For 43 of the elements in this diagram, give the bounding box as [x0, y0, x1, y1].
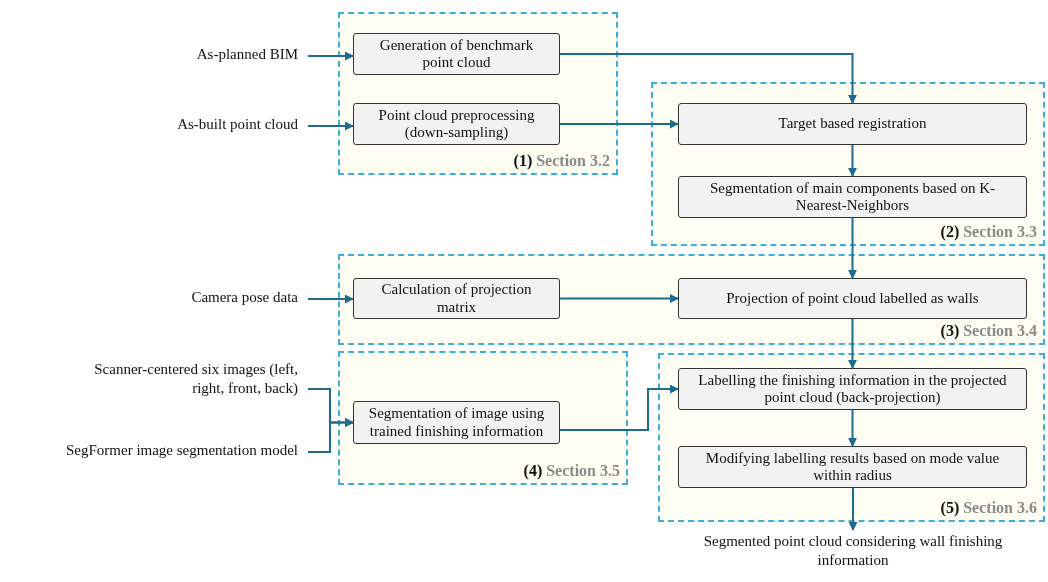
- arrow: [848, 217, 857, 279]
- input-label: Scanner-centered six images (left, right, front, back): [60, 360, 298, 402]
- arrow: [307, 51, 354, 61]
- arrow: [559, 53, 857, 104]
- process-box: Segmentation of image using trained finishing information: [353, 401, 560, 444]
- input-label: SegFormer image segmentation model: [10, 441, 298, 463]
- process-box: Target based registration: [678, 103, 1027, 145]
- section-label: Section 3.4: [963, 322, 1037, 339]
- arrow: [307, 121, 354, 131]
- arrow: [307, 418, 354, 453]
- section-panel: [651, 82, 1045, 246]
- arrow: [307, 294, 354, 304]
- section-label: Section 3.2: [536, 152, 610, 169]
- process-box: Modifying labelling results based on mode value within radius: [678, 446, 1027, 488]
- section-label: Section 3.6: [963, 499, 1037, 516]
- section-panel: [338, 254, 1045, 345]
- input-label: Camera pose data: [100, 288, 298, 310]
- arrow: [559, 384, 679, 431]
- arrow: [848, 144, 857, 177]
- arrow: [848, 409, 857, 447]
- arrow: [848, 487, 858, 531]
- section-number: (5): [940, 499, 960, 516]
- section-panel: [658, 353, 1045, 522]
- section-number: (2): [940, 223, 960, 240]
- process-box: Point cloud preprocessing (down-sampling): [353, 103, 560, 145]
- section-label: Section 3.5: [546, 462, 620, 479]
- section-panel: [338, 351, 628, 485]
- section-number: (4): [523, 462, 543, 479]
- output-label: Segmented point cloud considering wall finishing information: [683, 532, 1023, 576]
- input-label: As-planned BIM: [120, 45, 298, 67]
- process-box: Labelling the finishing information in the projected point cloud (back-projection): [678, 368, 1027, 410]
- arrow: [559, 119, 679, 129]
- section-number: (3): [940, 322, 960, 339]
- process-box: Projection of point cloud labelled as walls: [678, 278, 1027, 319]
- input-label: As-built point cloud: [100, 115, 298, 137]
- process-box: Generation of benchmark point cloud: [353, 33, 560, 75]
- section-number: (1): [513, 152, 533, 169]
- process-box: Segmentation of main components based on K-Nearest-Neighbors: [678, 176, 1027, 218]
- arrow: [559, 294, 679, 303]
- section-panel: [338, 12, 618, 175]
- process-box: Calculation of projection matrix: [353, 278, 560, 319]
- arrow: [848, 318, 857, 369]
- section-label: Section 3.3: [963, 223, 1037, 240]
